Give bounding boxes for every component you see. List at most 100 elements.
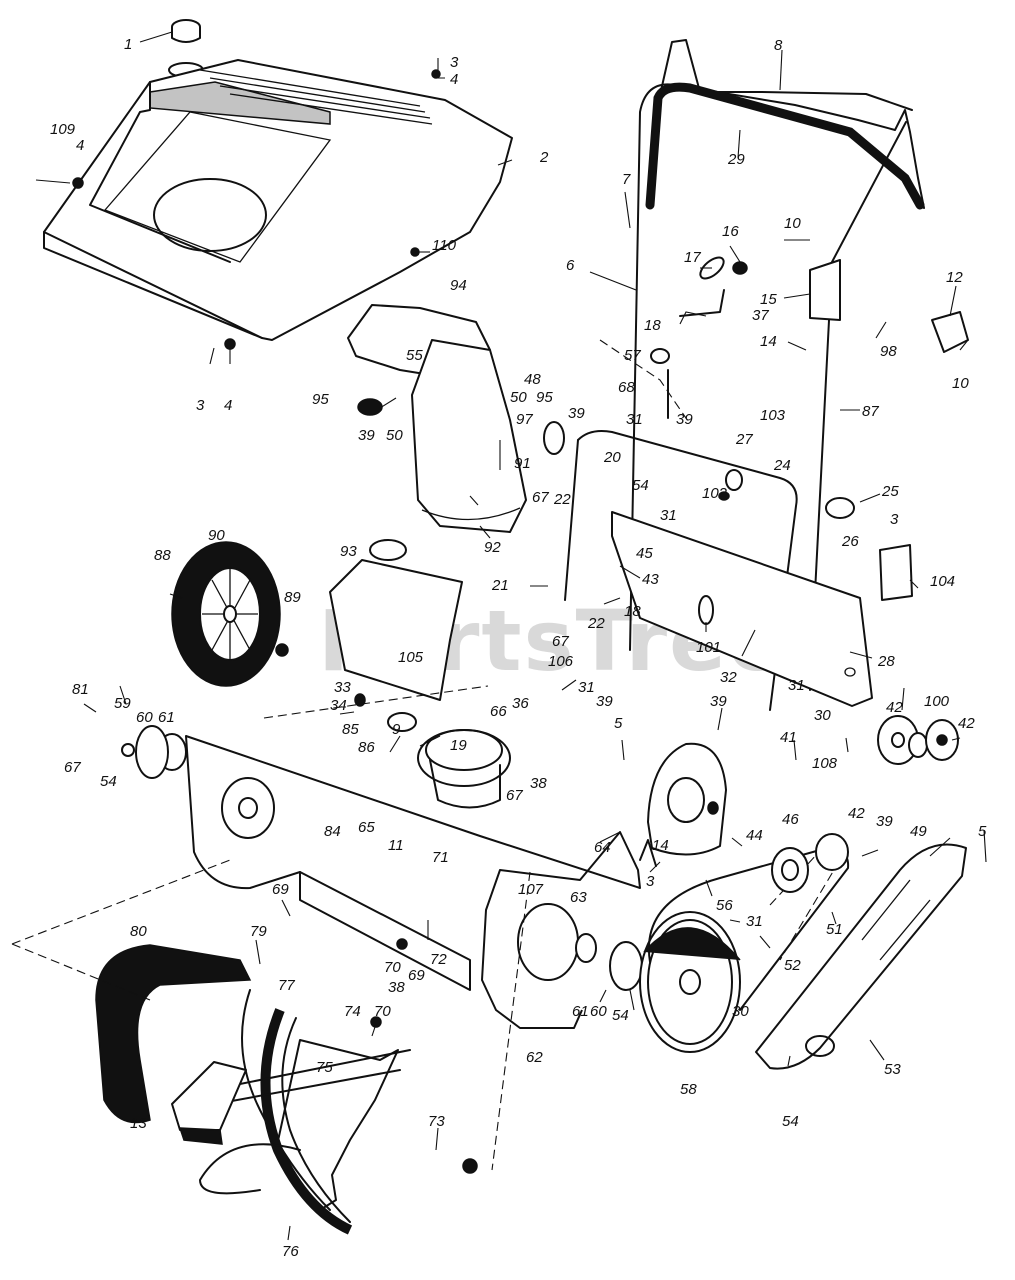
callout-95[interactable]: 95 bbox=[536, 389, 553, 406]
callout-84[interactable]: 84 bbox=[324, 823, 341, 840]
callout-3[interactable]: 3 bbox=[196, 397, 205, 414]
callout-73[interactable]: 73 bbox=[428, 1113, 445, 1130]
callout-3[interactable]: 3 bbox=[890, 511, 899, 528]
callout-32[interactable]: 32 bbox=[720, 669, 737, 686]
callout-54[interactable]: 54 bbox=[100, 773, 117, 790]
part-lower-handle[interactable] bbox=[564, 430, 798, 711]
callout-38[interactable]: 38 bbox=[388, 979, 405, 996]
callout-33[interactable]: 33 bbox=[334, 679, 351, 696]
callout-21[interactable]: 21 bbox=[491, 577, 509, 594]
callout-22[interactable]: 22 bbox=[553, 491, 571, 508]
callout-95[interactable]: 95 bbox=[312, 391, 329, 408]
callout-4[interactable]: 4 bbox=[76, 137, 84, 154]
callout-103[interactable]: 103 bbox=[760, 407, 786, 424]
callout-97[interactable]: 97 bbox=[516, 411, 533, 428]
callout-69[interactable]: 69 bbox=[408, 967, 425, 984]
callout-68[interactable]: 68 bbox=[618, 379, 635, 396]
callout-13[interactable]: 13 bbox=[130, 1115, 147, 1132]
callout-91[interactable]: 91 bbox=[514, 455, 531, 472]
callout-26[interactable]: 26 bbox=[841, 533, 859, 550]
callout-67[interactable]: 67 bbox=[552, 633, 569, 650]
part-control-panel[interactable] bbox=[611, 511, 873, 707]
callout-30[interactable]: 30 bbox=[814, 707, 831, 724]
callout-18[interactable]: 18 bbox=[644, 317, 661, 334]
callout-2[interactable]: 2 bbox=[539, 149, 549, 166]
callout-58[interactable]: 58 bbox=[680, 1081, 697, 1098]
callout-92[interactable]: 92 bbox=[484, 539, 501, 556]
part-belt-cover[interactable] bbox=[755, 843, 967, 1070]
callout-25[interactable]: 25 bbox=[881, 483, 899, 500]
callout-54[interactable]: 54 bbox=[782, 1113, 799, 1130]
callout-65[interactable]: 65 bbox=[358, 819, 375, 836]
callout-1[interactable]: 1 bbox=[124, 36, 132, 53]
callout-75[interactable]: 75 bbox=[316, 1059, 333, 1076]
callout-71[interactable]: 71 bbox=[432, 849, 449, 866]
callout-94[interactable]: 94 bbox=[450, 277, 467, 294]
callout-110[interactable]: 110 bbox=[432, 237, 457, 254]
callout-28[interactable]: 28 bbox=[877, 653, 895, 670]
callout-102[interactable]: 102 bbox=[702, 485, 728, 502]
callout-66[interactable]: 66 bbox=[490, 703, 507, 720]
callout-87[interactable]: 87 bbox=[862, 403, 879, 420]
callout-57[interactable]: 57 bbox=[624, 347, 641, 364]
callout-61[interactable]: 61 bbox=[572, 1003, 589, 1020]
part-wheel[interactable] bbox=[171, 541, 281, 687]
part-large-pulley[interactable] bbox=[639, 911, 741, 1053]
part-bearing-plate[interactable] bbox=[517, 903, 643, 991]
callout-19[interactable]: 19 bbox=[450, 737, 467, 754]
part-discharge-chute[interactable] bbox=[411, 339, 527, 533]
callout-63[interactable]: 63 bbox=[570, 889, 587, 906]
callout-76[interactable]: 76 bbox=[282, 1243, 299, 1260]
callout-70[interactable]: 70 bbox=[384, 959, 401, 976]
callout-56[interactable]: 56 bbox=[716, 897, 733, 914]
callout-67[interactable]: 67 bbox=[64, 759, 81, 776]
callout-24[interactable]: 24 bbox=[773, 457, 791, 474]
callout-36[interactable]: 36 bbox=[512, 695, 529, 712]
callout-49[interactable]: 49 bbox=[910, 823, 927, 840]
callout-31[interactable]: 31 bbox=[746, 913, 763, 930]
callout-85[interactable]: 85 bbox=[342, 721, 359, 738]
callout-10[interactable]: 10 bbox=[784, 215, 801, 232]
part-auger-assembly[interactable] bbox=[95, 944, 411, 1235]
part-side-plate[interactable] bbox=[647, 742, 727, 856]
callout-60[interactable]: 60 bbox=[590, 1003, 607, 1020]
callout-61[interactable]: 61 bbox=[158, 709, 175, 726]
callout-100[interactable]: 100 bbox=[924, 693, 950, 710]
part-engine-pulley[interactable] bbox=[771, 833, 849, 893]
callout-67[interactable]: 67 bbox=[532, 489, 549, 506]
callout-14[interactable]: 14 bbox=[760, 333, 777, 350]
part-pulley-set[interactable] bbox=[877, 715, 959, 765]
callout-54[interactable]: 54 bbox=[612, 1007, 629, 1024]
callout-9[interactable]: 9 bbox=[392, 721, 401, 738]
callout-44[interactable]: 44 bbox=[746, 827, 763, 844]
callout-15[interactable]: 15 bbox=[760, 291, 777, 308]
callout-50[interactable]: 50 bbox=[386, 427, 403, 444]
callout-106[interactable]: 106 bbox=[548, 653, 574, 670]
callout-20[interactable]: 20 bbox=[603, 449, 621, 466]
callout-31[interactable]: 31 bbox=[788, 677, 805, 694]
part-engine-shroud[interactable] bbox=[43, 59, 513, 341]
callout-42[interactable]: 42 bbox=[958, 715, 975, 732]
callout-59[interactable]: 59 bbox=[114, 695, 131, 712]
callout-12[interactable]: 12 bbox=[946, 269, 963, 286]
callout-93[interactable]: 93 bbox=[340, 543, 357, 560]
callout-74[interactable]: 74 bbox=[344, 1003, 361, 1020]
callout-88[interactable]: 88 bbox=[154, 547, 171, 564]
callout-29[interactable]: 29 bbox=[727, 151, 745, 168]
callout-30[interactable]: 30 bbox=[732, 1003, 749, 1020]
callout-39[interactable]: 39 bbox=[568, 405, 585, 422]
callout-54[interactable]: 54 bbox=[632, 477, 649, 494]
callout-5[interactable]: 5 bbox=[614, 715, 623, 732]
callout-17[interactable]: 17 bbox=[684, 249, 701, 266]
callout-41[interactable]: 41 bbox=[780, 729, 797, 746]
callout-108[interactable]: 108 bbox=[812, 755, 838, 772]
callout-5[interactable]: 5 bbox=[978, 823, 987, 840]
callout-104[interactable]: 104 bbox=[930, 573, 955, 590]
callout-11[interactable]: 11 bbox=[388, 837, 404, 854]
callout-6[interactable]: 6 bbox=[566, 257, 575, 274]
callout-39[interactable]: 39 bbox=[710, 693, 727, 710]
callout-10[interactable]: 10 bbox=[952, 375, 969, 392]
callout-62[interactable]: 62 bbox=[526, 1049, 543, 1066]
callout-48[interactable]: 48 bbox=[524, 371, 541, 388]
callout-67[interactable]: 67 bbox=[506, 787, 523, 804]
